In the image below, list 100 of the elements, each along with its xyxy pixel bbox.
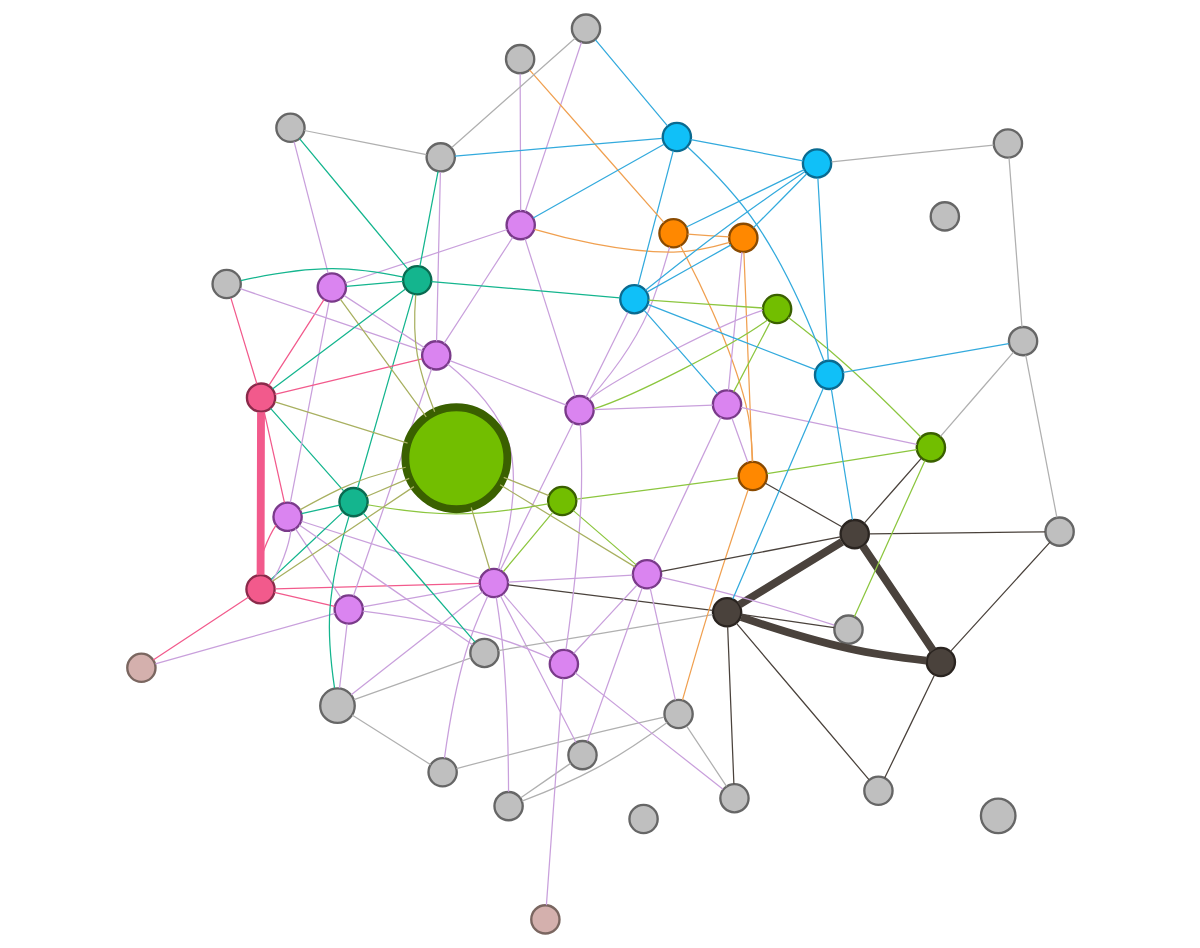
connector: [269, 407, 344, 492]
connector: [446, 363, 514, 570]
node-circle: [737, 460, 768, 492]
node-circle: [504, 43, 535, 75]
node-circle: [1007, 325, 1038, 357]
connector: [731, 387, 824, 600]
node-circle: [337, 486, 369, 518]
node-circle: [548, 648, 579, 680]
connector: [739, 406, 917, 446]
connector: [528, 69, 665, 223]
connector: [239, 268, 404, 282]
connector: [229, 297, 257, 385]
connector: [300, 520, 481, 580]
node-circle: [244, 573, 276, 605]
connector: [352, 368, 432, 597]
node-circle: [711, 596, 742, 628]
connector: [644, 170, 806, 291]
node-circle: [929, 201, 960, 232]
connector: [499, 422, 574, 571]
connector: [816, 177, 829, 361]
node-circle: [318, 687, 356, 725]
connector: [735, 622, 870, 781]
connector: [686, 233, 730, 238]
connector: [740, 613, 835, 629]
connector: [730, 417, 748, 463]
connector: [732, 321, 771, 393]
connector: [787, 316, 921, 438]
connector: [361, 584, 481, 608]
connector: [533, 228, 730, 253]
node-circle: [618, 283, 650, 315]
connector: [443, 595, 488, 759]
connector: [303, 129, 427, 156]
node-circle: [727, 222, 759, 254]
connector: [685, 725, 727, 787]
connector: [353, 657, 471, 701]
connector: [519, 762, 571, 799]
connector: [289, 301, 330, 504]
connector: [270, 530, 291, 582]
connector: [545, 677, 563, 906]
connector: [413, 294, 435, 413]
node-circle: [813, 359, 844, 391]
connector: [841, 343, 1009, 374]
node-circle: [832, 614, 864, 645]
connector: [523, 238, 576, 397]
connector: [154, 612, 336, 665]
connector: [584, 311, 628, 398]
connector: [520, 721, 668, 802]
connector: [448, 359, 567, 406]
connector: [356, 293, 414, 489]
connector: [361, 610, 551, 659]
connector: [1024, 354, 1057, 518]
node-circle: [761, 293, 792, 325]
connector: [1007, 157, 1023, 328]
node-circle: [316, 272, 347, 303]
connector: [519, 73, 521, 212]
connector: [532, 143, 665, 219]
connector: [273, 591, 335, 607]
node-circle: [925, 646, 956, 678]
connector: [592, 404, 713, 411]
connector: [292, 141, 329, 274]
node-circle: [915, 432, 946, 463]
connector: [649, 587, 676, 701]
node-circle: [478, 567, 509, 599]
node-circle: [504, 209, 536, 241]
connector: [949, 541, 1051, 652]
connector: [269, 511, 343, 580]
connector: [594, 39, 668, 127]
connector: [152, 596, 249, 661]
connector: [524, 41, 582, 213]
connector: [572, 584, 637, 655]
connector: [343, 295, 425, 349]
node-circle: [801, 148, 832, 179]
node-circle: [271, 501, 303, 533]
node-circle: [529, 904, 561, 935]
connector: [256, 412, 265, 575]
connector: [660, 536, 841, 573]
connector: [572, 510, 637, 566]
connector: [647, 299, 764, 309]
connector: [263, 411, 285, 504]
node-circle: [992, 128, 1023, 159]
node-circle: [838, 518, 870, 550]
node-circle: [662, 698, 694, 730]
node-circle: [125, 652, 157, 684]
connector: [742, 251, 753, 463]
connector: [267, 298, 325, 387]
connector: [271, 288, 406, 390]
connector: [345, 280, 404, 287]
connector: [430, 280, 620, 299]
connector: [739, 613, 927, 665]
node-circle: [711, 389, 742, 420]
connector: [689, 139, 804, 162]
node-circle: [245, 382, 276, 413]
connector: [726, 626, 734, 785]
node-circle: [332, 594, 364, 625]
node-circle: [1043, 516, 1075, 547]
connector: [588, 246, 670, 401]
connector: [502, 593, 555, 654]
connector: [298, 524, 473, 646]
connector: [636, 150, 674, 286]
node-circle: [631, 558, 662, 590]
